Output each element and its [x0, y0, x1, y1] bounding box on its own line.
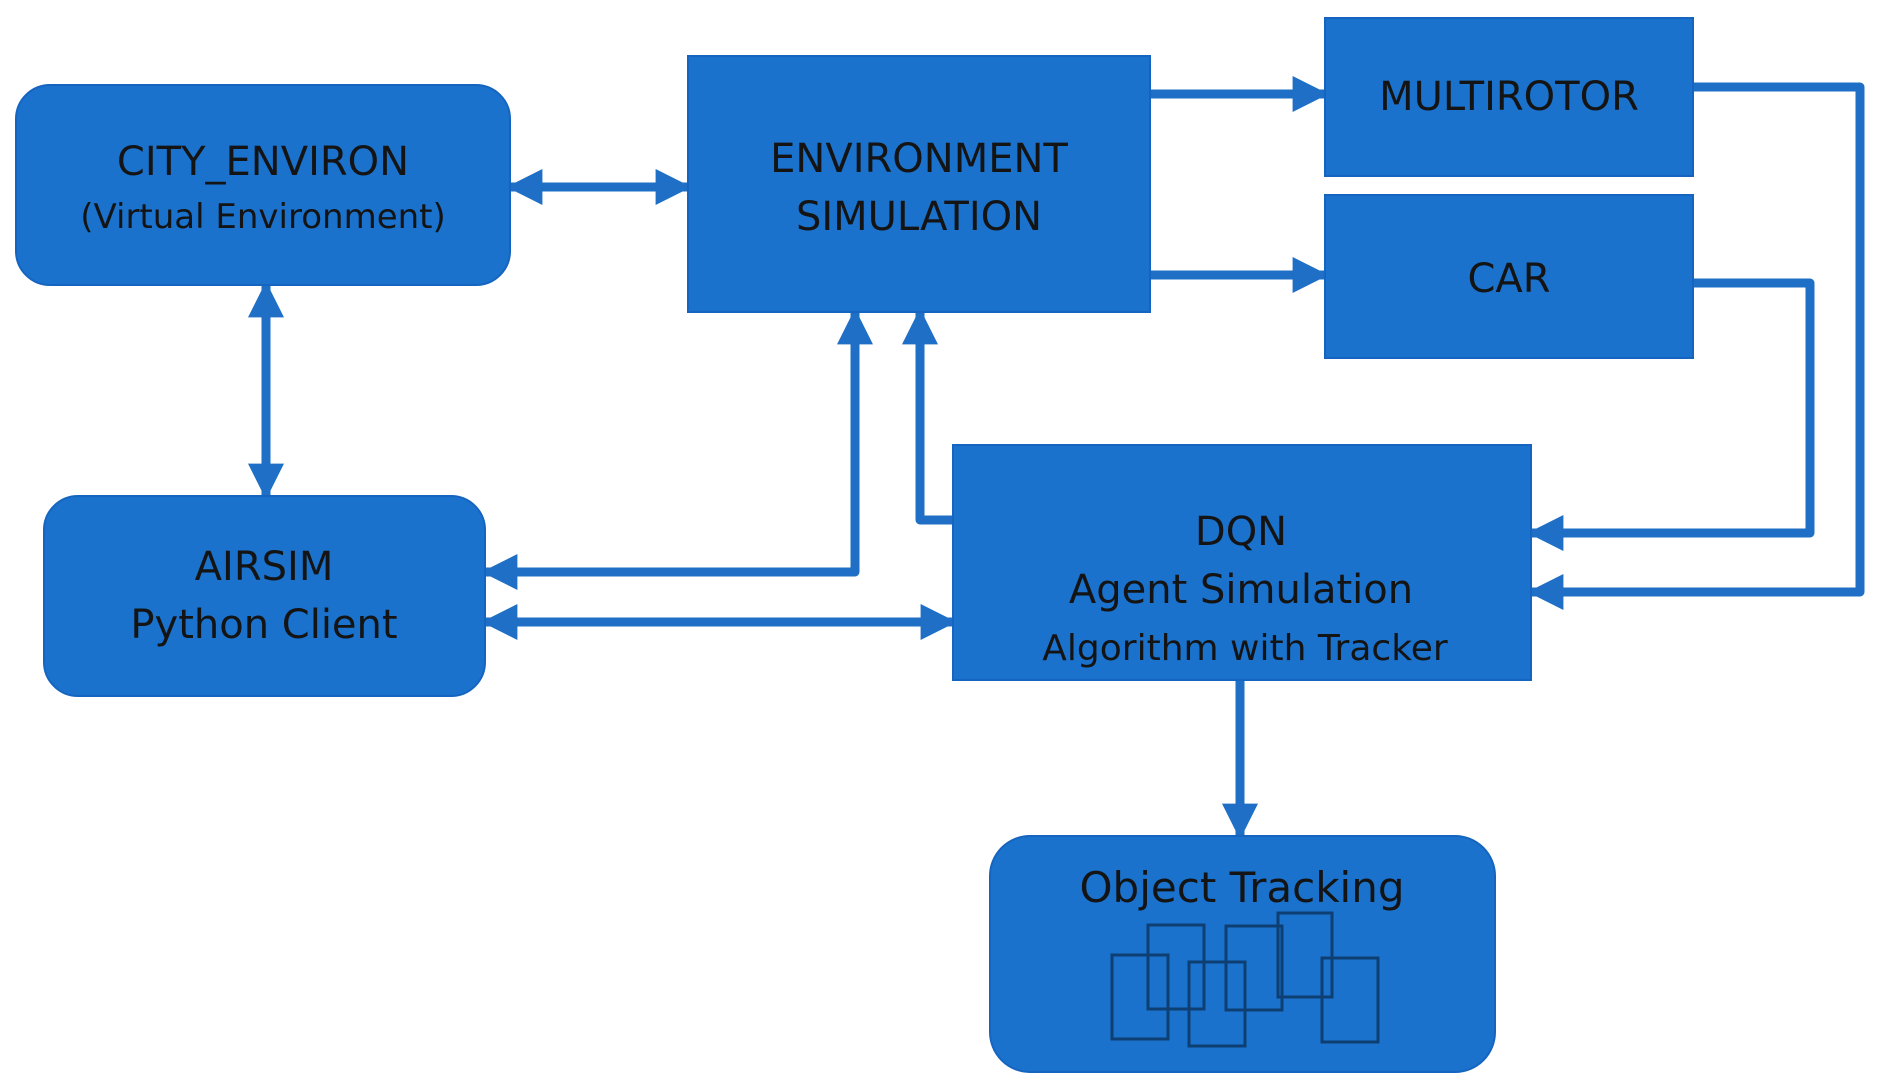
node-environment-simulation-line2: SIMULATION — [796, 194, 1042, 240]
node-airsim-subtitle: Python Client — [130, 602, 397, 648]
node-airsim-box — [43, 495, 486, 697]
node-city-environ-title: CITY_ENVIRON — [117, 139, 409, 185]
stacked-frames-icon — [1110, 911, 1380, 1048]
edge-car-to-dqn — [1527, 278, 1815, 551]
node-multirotor-label: MULTIROTOR — [1379, 74, 1639, 120]
node-airsim: AIRSIM Python Client — [43, 495, 486, 697]
frame-icon — [1224, 924, 1284, 1012]
node-object-tracking-box — [989, 835, 1496, 1073]
frame-icon — [1110, 953, 1170, 1041]
node-object-tracking: Object Tracking — [989, 835, 1496, 1073]
edges — [248, 76, 1865, 840]
node-environment-simulation-box — [687, 55, 1151, 313]
node-environment-simulation-line1: ENVIRONMENT — [770, 136, 1068, 182]
node-environment-simulation: ENVIRONMENT SIMULATION — [687, 55, 1151, 313]
node-dqn-box — [952, 444, 1532, 681]
node-dqn: DQN Agent Simulation Algorithm with Trac… — [952, 444, 1532, 681]
node-car: CAR — [1324, 194, 1694, 359]
node-airsim-title: AIRSIM — [195, 544, 334, 590]
node-dqn-description: Algorithm with Tracker — [1042, 628, 1448, 669]
node-dqn-subtitle: Agent Simulation — [1069, 567, 1413, 613]
node-object-tracking-label: Object Tracking — [1080, 863, 1405, 912]
node-multirotor: MULTIROTOR — [1324, 17, 1694, 177]
edge-dqn-to-envsim — [902, 308, 953, 525]
frame-icon — [1146, 923, 1206, 1011]
frame-icon — [1187, 960, 1247, 1048]
node-city-environ: CITY_ENVIRON (Virtual Environment) — [15, 84, 511, 286]
node-car-label: CAR — [1467, 256, 1550, 302]
frame-icon — [1276, 911, 1334, 999]
node-dqn-title: DQN — [1195, 509, 1287, 555]
node-multirotor-box — [1324, 17, 1694, 177]
node-city-environ-box — [15, 84, 511, 286]
node-city-environ-subtitle: (Virtual Environment) — [80, 197, 446, 237]
node-car-box — [1324, 194, 1694, 359]
edge-airsim-to-envsim — [481, 308, 873, 590]
edge-multirotor-to-dqn — [1527, 82, 1865, 610]
frame-icon — [1320, 956, 1380, 1044]
